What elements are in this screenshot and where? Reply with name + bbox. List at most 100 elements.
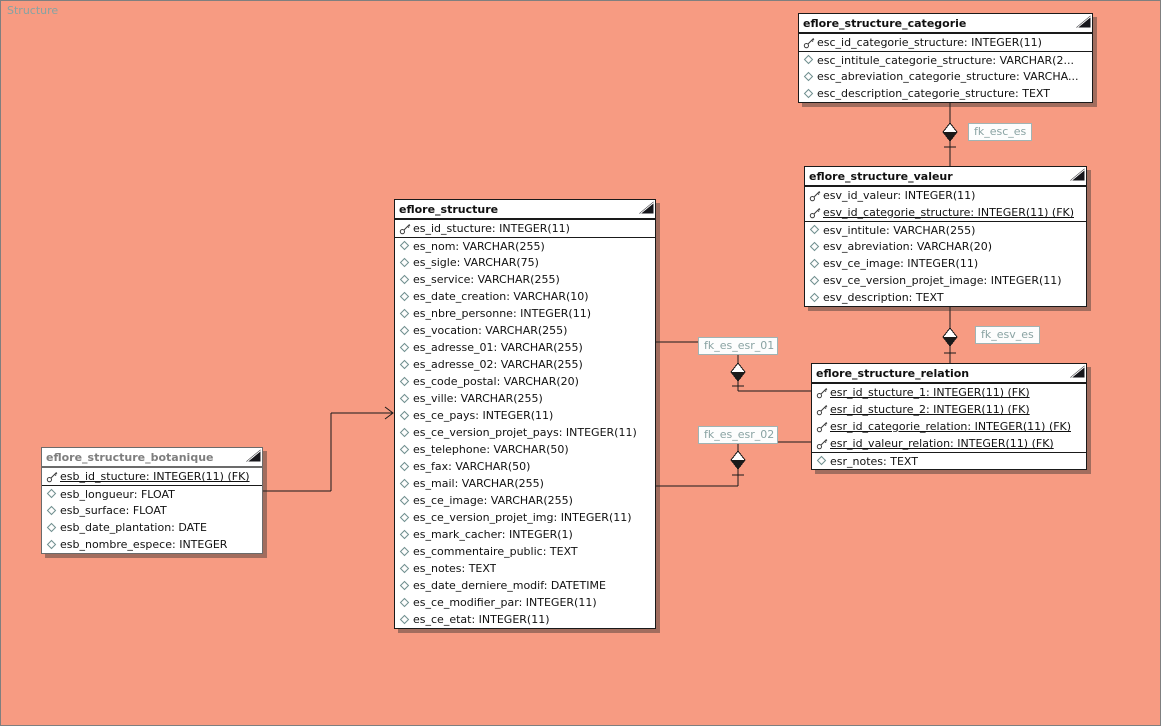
field-row[interactable]: esr_id_stucture_1: INTEGER(11) (FK)	[812, 384, 1086, 401]
table-header[interactable]: eflore_structure_categorie	[799, 14, 1092, 34]
field-text: esc_intitule_categorie_structure: VARCHA…	[817, 53, 1074, 67]
attribute-icon	[398, 495, 413, 507]
field-row[interactable]: es_vocation: VARCHAR(255)	[395, 322, 655, 339]
field-row[interactable]: es_telephone: VARCHAR(50)	[395, 441, 655, 458]
field-text: es_notes: TEXT	[413, 562, 497, 575]
field-row[interactable]: es_ce_version_projet_pays: INTEGER(11)	[395, 424, 655, 441]
field-text: esc_id_categorie_structure: INTEGER(11)	[817, 36, 1042, 49]
attribute-icon	[398, 308, 413, 320]
field-row[interactable]: es_service: VARCHAR(255)	[395, 271, 655, 288]
field-text: esv_id_categorie_structure: INTEGER(11) …	[823, 206, 1075, 219]
field-row[interactable]: es_ce_version_projet_img: INTEGER(11)	[395, 509, 655, 526]
field-row[interactable]: esc_description_categorie_structure: TEX…	[799, 85, 1092, 102]
table-eflore-structure-valeur[interactable]: eflore_structure_valeur esv_id_valeur: I…	[804, 166, 1087, 307]
field-row[interactable]: esv_ce_image: INTEGER(11)	[805, 255, 1086, 272]
table-eflore-structure[interactable]: eflore_structure es_id_stucture: INTEGER…	[394, 199, 656, 629]
field-row[interactable]: es_ville: VARCHAR(255)	[395, 390, 655, 407]
field-row[interactable]: es_adresse_02: VARCHAR(255)	[395, 356, 655, 373]
field-row[interactable]: esv_intitule: VARCHAR(255)	[805, 221, 1086, 238]
field-row[interactable]: es_ce_pays: INTEGER(11)	[395, 407, 655, 424]
field-text: es_fax: VARCHAR(50)	[413, 460, 531, 473]
table-header[interactable]: eflore_structure_relation	[812, 364, 1086, 384]
field-row[interactable]: esr_notes: TEXT	[812, 452, 1086, 469]
attribute-icon	[398, 512, 413, 524]
field-row[interactable]: es_ce_modifier_par: INTEGER(11)	[395, 594, 655, 611]
table-fields: esb_id_stucture: INTEGER(11) (FK)esb_lon…	[42, 468, 262, 553]
attribute-icon	[45, 522, 60, 534]
key-icon	[815, 387, 830, 399]
field-row[interactable]: esv_id_valeur: INTEGER(11)	[805, 187, 1086, 204]
table-fields: esr_id_stucture_1: INTEGER(11) (FK) esr_i…	[812, 384, 1086, 469]
field-row[interactable]: esr_id_valeur_relation: INTEGER(11) (FK)	[812, 435, 1086, 452]
field-row[interactable]: esv_ce_version_projet_image: INTEGER(11)	[805, 272, 1086, 289]
connector-fk-esv-es[interactable]	[942, 307, 958, 363]
field-text: esr_id_stucture_1: INTEGER(11) (FK)	[830, 386, 1030, 399]
field-row[interactable]: es_commentaire_public: TEXT	[395, 543, 655, 560]
field-row[interactable]: es_ce_etat: INTEGER(11)	[395, 611, 655, 628]
field-row[interactable]: esv_id_categorie_structure: INTEGER(11) …	[805, 204, 1086, 221]
field-row[interactable]: esv_description: TEXT	[805, 289, 1086, 306]
field-row[interactable]: esc_abreviation_categorie_structure: VAR…	[799, 68, 1092, 85]
field-row[interactable]: es_code_postal: VARCHAR(20)	[395, 373, 655, 390]
field-row[interactable]: esc_intitule_categorie_structure: VARCHA…	[799, 51, 1092, 68]
attribute-icon	[398, 240, 413, 252]
key-icon	[815, 438, 830, 450]
field-row[interactable]: esc_id_categorie_structure: INTEGER(11)	[799, 34, 1092, 51]
fk-label-es-esr-01[interactable]: fk_es_esr_01	[698, 337, 778, 355]
arrowhead-icon	[384, 406, 394, 420]
field-row[interactable]: es_mail: VARCHAR(255)	[395, 475, 655, 492]
attribute-icon	[808, 292, 823, 304]
attribute-icon	[398, 359, 413, 371]
attribute-icon	[815, 455, 830, 467]
connector-botanique-structure[interactable]	[263, 406, 394, 492]
field-text: es_code_postal: VARCHAR(20)	[413, 375, 579, 388]
fk-label-es-esr-02[interactable]: fk_es_esr_02	[698, 426, 778, 444]
field-row[interactable]: es_sigle: VARCHAR(75)	[395, 254, 655, 271]
field-text: es_date_creation: VARCHAR(10)	[413, 290, 589, 303]
field-row[interactable]: esb_surface: FLOAT	[42, 502, 262, 519]
table-eflore-structure-relation[interactable]: eflore_structure_relation esr_id_stuctur…	[811, 363, 1087, 470]
field-row[interactable]: esr_id_categorie_relation: INTEGER(11) (…	[812, 418, 1086, 435]
field-text: es_ce_etat: INTEGER(11)	[413, 613, 550, 626]
field-text: es_nbre_personne: INTEGER(11)	[413, 307, 591, 320]
table-header[interactable]: eflore_structure_botanique	[42, 448, 262, 468]
table-eflore-structure-botanique[interactable]: eflore_structure_botanique esb_id_stuctu…	[41, 447, 263, 554]
connector-fk-es-esr-02[interactable]	[656, 441, 811, 487]
field-row[interactable]: esr_id_stucture_2: INTEGER(11) (FK)	[812, 401, 1086, 418]
field-row[interactable]: es_nom: VARCHAR(255)	[395, 237, 655, 254]
attribute-icon	[398, 461, 413, 473]
field-text: esb_nombre_espece: INTEGER	[60, 538, 228, 551]
field-row[interactable]: esb_nombre_espece: INTEGER	[42, 536, 262, 553]
field-row[interactable]: es_mark_cacher: INTEGER(1)	[395, 526, 655, 543]
field-text: esv_intitule: VARCHAR(255)	[823, 223, 976, 237]
table-header[interactable]: eflore_structure_valeur	[805, 167, 1086, 187]
fk-label-esc-es[interactable]: fk_esc_es	[968, 123, 1033, 141]
attribute-icon	[398, 529, 413, 541]
table-header[interactable]: eflore_structure	[395, 200, 655, 220]
field-row[interactable]: esb_date_plantation: DATE	[42, 519, 262, 536]
field-row[interactable]: es_fax: VARCHAR(50)	[395, 458, 655, 475]
attribute-icon	[398, 427, 413, 439]
attribute-icon	[802, 71, 817, 83]
page-fold-icon	[1075, 15, 1091, 28]
field-row[interactable]: es_date_derniere_modif: DATETIME	[395, 577, 655, 594]
connector-fk-esc-es[interactable]	[942, 102, 958, 166]
fk-label-esv-es[interactable]: fk_esv_es	[975, 326, 1040, 344]
table-eflore-structure-categorie[interactable]: eflore_structure_categorie esc_id_catego…	[798, 13, 1093, 103]
field-row[interactable]: es_nbre_personne: INTEGER(11)	[395, 305, 655, 322]
field-row[interactable]: es_date_creation: VARCHAR(10)	[395, 288, 655, 305]
field-row[interactable]: es_adresse_01: VARCHAR(255)	[395, 339, 655, 356]
table-title: eflore_structure_relation	[816, 367, 970, 380]
field-row[interactable]: esb_longueur: FLOAT	[42, 485, 262, 502]
field-text: esb_date_plantation: DATE	[60, 521, 207, 534]
field-text: es_date_derniere_modif: DATETIME	[413, 579, 606, 592]
field-row[interactable]: es_id_stucture: INTEGER(11)	[395, 220, 655, 237]
field-text: esv_ce_image: INTEGER(11)	[823, 257, 979, 270]
field-row[interactable]: es_notes: TEXT	[395, 560, 655, 577]
page-fold-icon	[1069, 168, 1085, 181]
field-row[interactable]: es_ce_image: VARCHAR(255)	[395, 492, 655, 509]
field-row[interactable]: esb_id_stucture: INTEGER(11) (FK)	[42, 468, 262, 485]
field-row[interactable]: esv_abreviation: VARCHAR(20)	[805, 238, 1086, 255]
field-text: esr_id_valeur_relation: INTEGER(11) (FK)	[830, 437, 1054, 450]
